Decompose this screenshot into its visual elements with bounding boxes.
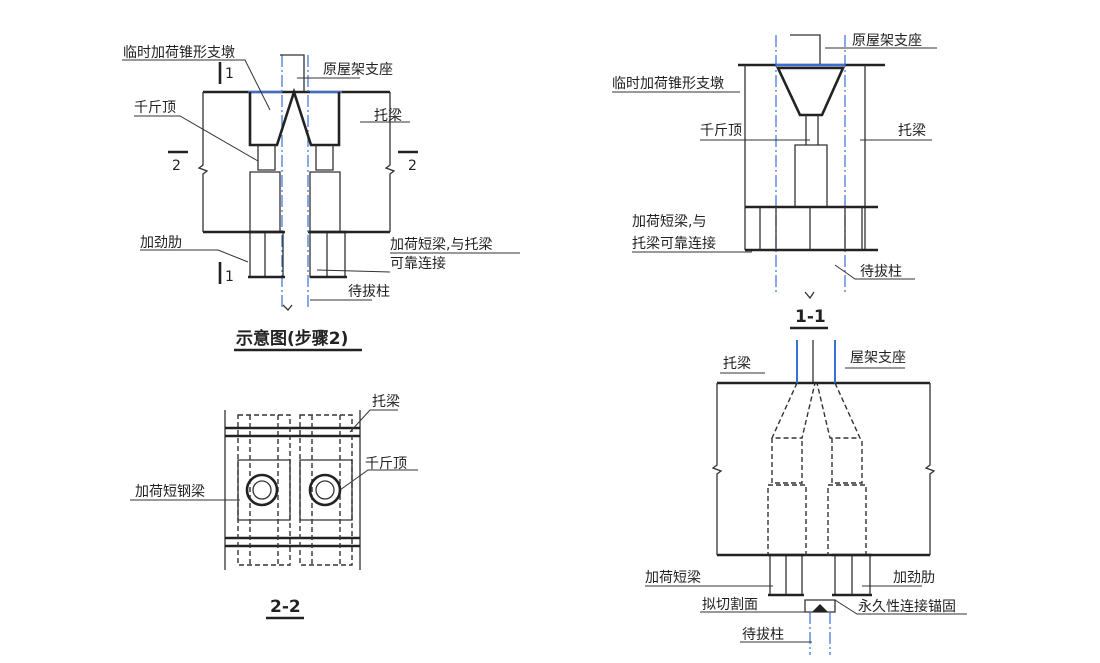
section-2-2-view — [130, 409, 418, 570]
label-beam: 托梁 — [898, 123, 926, 139]
label-stiffener: 加劲肋 — [140, 235, 182, 251]
label-cone-pier: 临时加荷锥形支墩 — [612, 76, 724, 92]
label-short-beam: 加荷短梁 — [645, 570, 701, 586]
label-column: 待拔柱 — [742, 627, 784, 643]
label-support: 屋架支座 — [850, 350, 906, 366]
label-jack: 千斤顶 — [134, 100, 176, 116]
section-mark-2-right: 2 — [408, 158, 417, 174]
label-beam: 托梁 — [374, 108, 402, 124]
label-short-steel-beam: 加荷短钢梁 — [135, 484, 205, 500]
section-mark-2-left: 2 — [172, 158, 181, 174]
label-jack: 千斤顶 — [700, 123, 742, 139]
label-jack: 千斤顶 — [365, 456, 407, 472]
label-cut-plane: 拟切割面 — [702, 596, 758, 613]
label-short-beam-2: 可靠连接 — [390, 255, 446, 272]
label-support: 原屋架支座 — [852, 33, 922, 49]
label-column: 待拔柱 — [348, 284, 390, 300]
label-anchor: 永久性连接锚固 — [858, 598, 956, 615]
section-mark-1-bottom: 1 — [225, 269, 234, 285]
section-mark-1-top: 1 — [225, 66, 234, 82]
title-2-2: 2-2 — [270, 597, 301, 617]
label-column: 待拔柱 — [860, 264, 902, 280]
section-1-1-view — [612, 34, 937, 300]
label-short-beam-2: 托梁可靠连接 — [632, 235, 716, 252]
label-beam: 托梁 — [372, 394, 400, 410]
label-beam: 托梁 — [723, 356, 751, 372]
label-cone-pier: 临时加荷锥形支墩 — [123, 45, 235, 61]
label-short-beam-1: 加荷短梁,与托梁 — [390, 237, 492, 253]
final-state-view — [645, 340, 967, 655]
label-support: 原屋架支座 — [323, 62, 393, 78]
label-stiffener: 加劲肋 — [893, 570, 935, 586]
step2-view — [122, 54, 520, 311]
title-1-1: 1-1 — [795, 307, 826, 327]
label-short-beam-1: 加荷短梁,与 — [632, 214, 706, 230]
title-step2: 示意图(步骤2) — [236, 328, 348, 349]
